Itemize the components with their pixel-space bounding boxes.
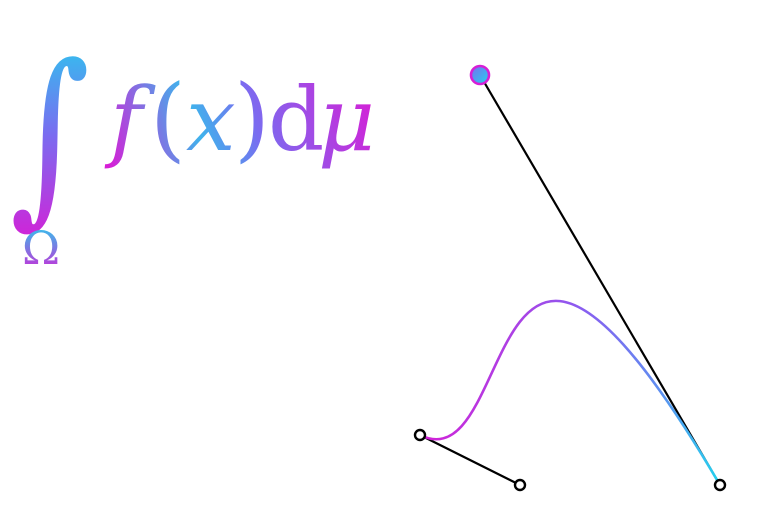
start-anchor-handle[interactable] (413, 428, 427, 442)
variable-x: x (186, 68, 236, 171)
close-paren: ) (234, 65, 270, 172)
open-paren: ( (150, 65, 186, 172)
bezier-curve (419, 299, 722, 486)
function-f: f (104, 68, 156, 171)
measure-mu: μ (318, 68, 375, 171)
end-anchor-handle[interactable] (713, 478, 727, 492)
domain-omega: Ω (22, 221, 60, 275)
integral-sign: ∫ (10, 24, 90, 245)
integral-formula: ∫ Ω f ( x ) d μ (10, 24, 375, 275)
differential-d: d (268, 68, 324, 171)
handle-line-start (419, 434, 521, 486)
end-control-handle-active[interactable] (469, 64, 491, 86)
bezier-editor (413, 64, 727, 492)
start-control-handle[interactable] (513, 478, 527, 492)
handle-line-end (479, 74, 721, 486)
